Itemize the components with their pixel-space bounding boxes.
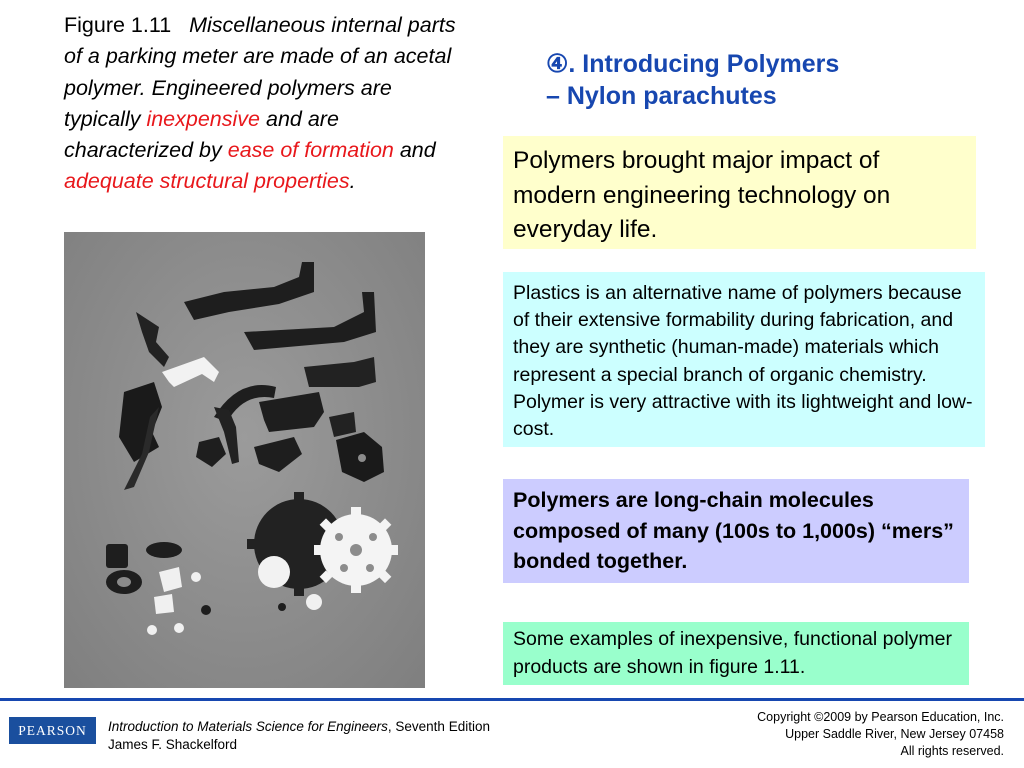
address-line: Upper Saddle River, New Jersey 07458 (785, 727, 1004, 741)
copyright-line: Copyright ©2009 by Pearson Education, In… (757, 710, 1004, 724)
book-edition: , Seventh Edition (387, 719, 490, 734)
figure-label: Figure 1.11 (64, 13, 172, 37)
parking-meter-parts-photo (64, 232, 425, 688)
caption-emphasis-ease: ease of formation (227, 138, 394, 163)
caption-emphasis-inexpensive: inexpensive (146, 106, 260, 131)
plastics-textbox: Plastics is an alternative name of polym… (503, 272, 985, 447)
caption-text-1: Miscellaneous internal parts of a parkin… (64, 13, 456, 131)
caption-text-3: and (399, 138, 436, 163)
book-author: James F. Shackelford (108, 737, 238, 752)
examples-textbox: Some examples of inexpensive, functional… (503, 622, 969, 685)
slide-title-line-2: – Nylon parachutes (546, 82, 777, 110)
caption-text-4: . (349, 169, 356, 194)
pearson-logo: PEARSON (9, 717, 96, 744)
definition-textbox: Polymers are long-chain molecules compos… (503, 479, 969, 583)
caption-emphasis-properties: adequate structural properties (64, 169, 350, 194)
footer-copyright: Copyright ©2009 by Pearson Education, In… (757, 709, 1004, 760)
book-title: Introduction to Materials Science for En… (108, 719, 388, 734)
slide-title: ④. Introducing Polymers – Nylon parachut… (546, 48, 966, 112)
footer-book-info: Introduction to Materials Science for En… (108, 718, 490, 754)
slide-title-line-1: ④. Introducing Polymers (546, 50, 840, 78)
caption-text-2: and are characterized by (64, 106, 339, 163)
rights-line: All rights reserved. (900, 744, 1004, 758)
figure-caption: Figure 1.11 Miscellaneous internal parts… (64, 10, 464, 198)
impact-textbox: Polymers brought major impact of modern … (503, 136, 976, 249)
footer-divider (0, 698, 1024, 701)
